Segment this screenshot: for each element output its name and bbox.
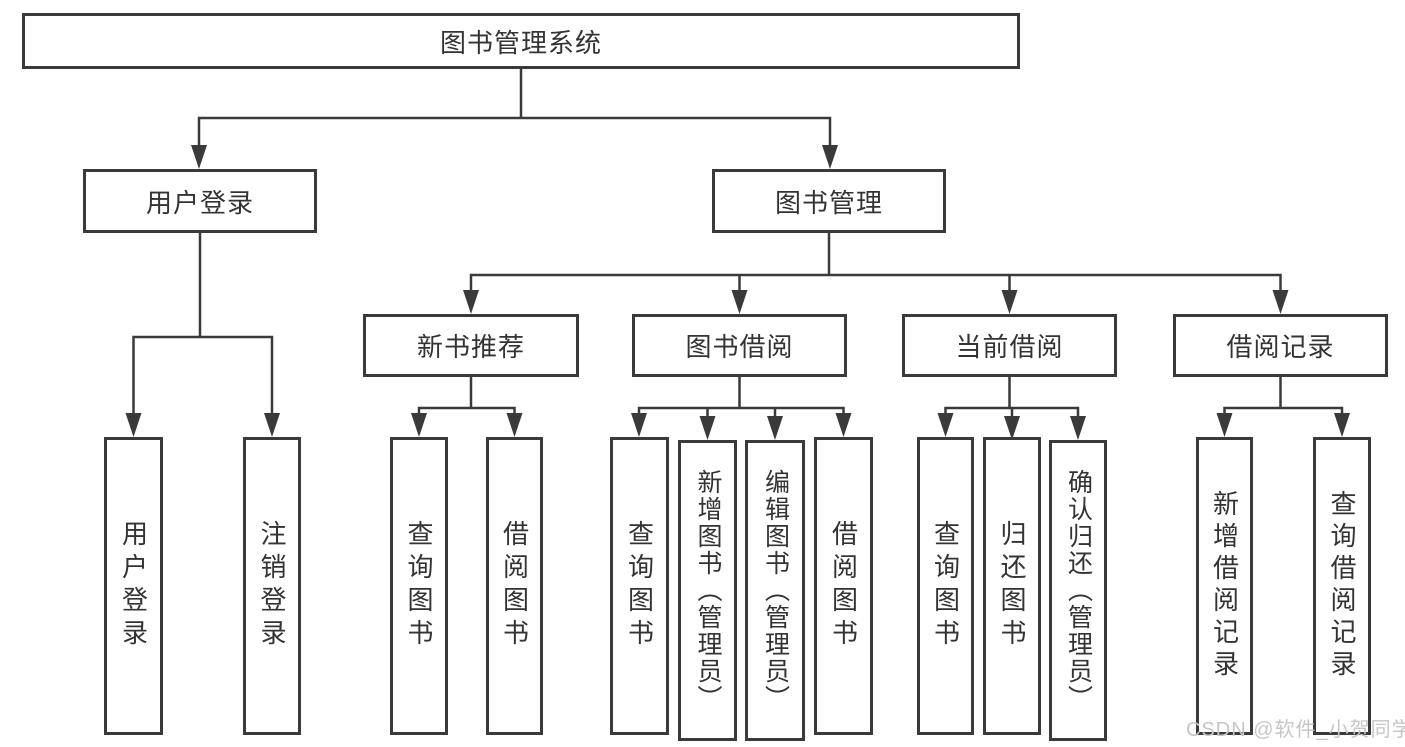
node-current-borrowing-label: 当前借阅 (955, 332, 1064, 362)
watermark-text: CSDN @软件_小贺同学 (1186, 719, 1405, 741)
node-new-book-recommendation-label: 新书推荐 (416, 332, 525, 362)
arrowheads (125, 145, 1350, 440)
leaf-query-books-recommend: 查询图书 (390, 437, 448, 735)
leaf-logout: 注销登录 (243, 437, 301, 735)
leaf-user-login-label: 用户登录 (118, 520, 149, 652)
node-user-login: 用户登录 (83, 169, 317, 233)
leaf-query-borrow-record: 查询借阅记录 (1313, 437, 1371, 735)
node-book-management: 图书管理 (712, 169, 946, 233)
leaf-borrow-books-recommend: 借阅图书 (486, 437, 543, 735)
leaf-borrow-books: 借阅图书 (814, 437, 873, 735)
leaf-query-borrow-record-label: 查询借阅记录 (1327, 490, 1357, 682)
leaf-return-books-label: 归还图书 (997, 520, 1027, 652)
node-book-management-label: 图书管理 (774, 187, 883, 218)
leaf-query-books-borrow-label: 查询图书 (624, 520, 655, 652)
leaf-user-login: 用户登录 (104, 437, 163, 735)
node-library-system-label: 图书管理系统 (439, 27, 602, 58)
node-library-system: 图书管理系统 (22, 13, 1020, 69)
leaf-add-borrow-record: 新增借阅记录 (1196, 437, 1253, 735)
node-user-login-label: 用户登录 (145, 187, 254, 218)
leaf-add-book-admin-label: 新增图书（管理员） (694, 469, 722, 712)
leaf-confirm-return-admin-label: 确认归还（管理员） (1064, 469, 1093, 712)
leaf-edit-book-admin: 编辑图书（管理员） (745, 440, 805, 741)
leaf-return-books: 归还图书 (983, 437, 1041, 735)
leaf-query-books-recommend-label: 查询图书 (404, 520, 434, 652)
node-book-borrowing: 图书借阅 (632, 314, 847, 377)
node-new-book-recommendation: 新书推荐 (363, 314, 579, 377)
leaf-add-book-admin: 新增图书（管理员） (678, 440, 737, 741)
leaf-logout-label: 注销登录 (257, 520, 287, 652)
leaf-query-books-current-label: 查询图书 (930, 520, 961, 652)
leaf-edit-book-admin-label: 编辑图书（管理员） (761, 469, 790, 712)
leaf-add-borrow-record-label: 新增借阅记录 (1209, 490, 1240, 682)
leaf-confirm-return-admin: 确认归还（管理员） (1049, 440, 1107, 741)
leaf-borrow-books-label: 借阅图书 (828, 520, 859, 652)
leaf-query-books-borrow: 查询图书 (610, 437, 669, 735)
node-borrowing-records: 借阅记录 (1173, 314, 1388, 377)
node-current-borrowing: 当前借阅 (902, 314, 1117, 377)
node-book-borrowing-label: 图书借阅 (685, 332, 794, 362)
leaf-borrow-books-recommend-label: 借阅图书 (499, 520, 530, 652)
node-borrowing-records-label: 借阅记录 (1226, 332, 1335, 362)
leaf-query-books-current: 查询图书 (917, 437, 974, 735)
